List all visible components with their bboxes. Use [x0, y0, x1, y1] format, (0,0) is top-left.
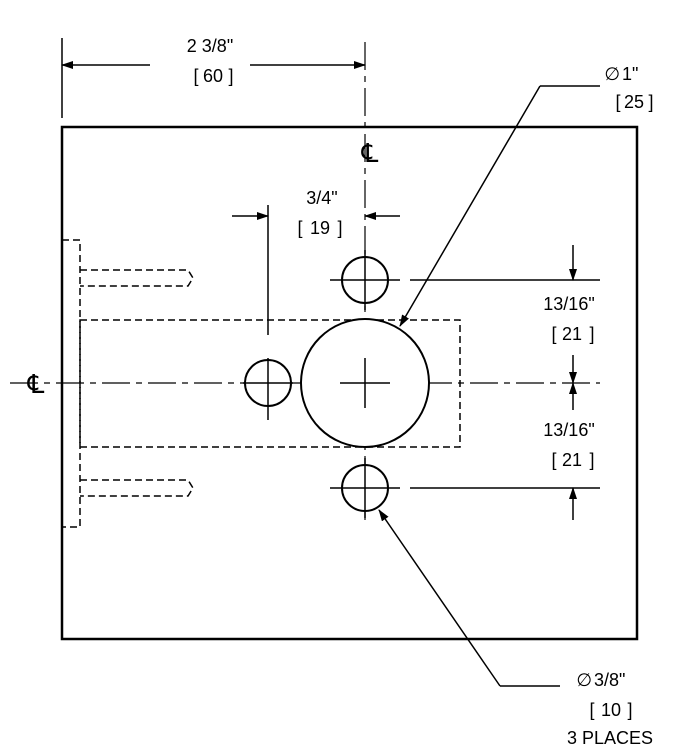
- bracket-open: [: [551, 324, 556, 344]
- bracket-close: ]: [648, 92, 653, 112]
- width-imperial: 2 3/8": [187, 36, 233, 56]
- large-diameter-leader: [399, 85, 600, 327]
- bracket-open: [: [551, 450, 556, 470]
- right-extension-lines: [410, 279, 600, 489]
- bracket-open: [: [193, 66, 198, 86]
- centerline-symbol-vertical: ℄: [361, 138, 379, 168]
- small-diameter-note: 3 PLACES: [567, 728, 653, 748]
- offset-imperial: 3/4": [306, 188, 337, 208]
- bracket-close: ]: [589, 324, 594, 344]
- small-diameter-metric: 10: [601, 700, 621, 720]
- bracket-open: [: [589, 700, 594, 720]
- bracket-close: ]: [228, 66, 233, 86]
- bracket-close: ]: [337, 218, 342, 238]
- small-diameter-imperial: 3/8": [594, 670, 625, 690]
- width-dimension: [61, 38, 366, 118]
- bracket-open: [: [615, 92, 620, 112]
- offset-dimension: [232, 205, 400, 335]
- diameter-symbol: ∅: [604, 64, 620, 84]
- diameter-symbol: ∅: [576, 670, 592, 690]
- bottom-spacing-metric: 21: [562, 450, 582, 470]
- large-diameter-imperial: 1": [622, 64, 638, 84]
- centerline-symbol-horizontal: ℄: [27, 369, 45, 399]
- bracket-close: ]: [627, 700, 632, 720]
- bracket-close: ]: [589, 450, 594, 470]
- hole-crosshairs: [243, 250, 400, 518]
- large-diameter-metric: 25: [624, 92, 644, 112]
- offset-metric: 19: [310, 218, 330, 238]
- width-metric: 60: [203, 66, 223, 86]
- small-diameter-leader: [378, 509, 560, 687]
- bracket-open: [: [297, 218, 302, 238]
- top-spacing-imperial: 13/16": [543, 294, 594, 314]
- top-spacing-metric: 21: [562, 324, 582, 344]
- bottom-spacing-imperial: 13/16": [543, 420, 594, 440]
